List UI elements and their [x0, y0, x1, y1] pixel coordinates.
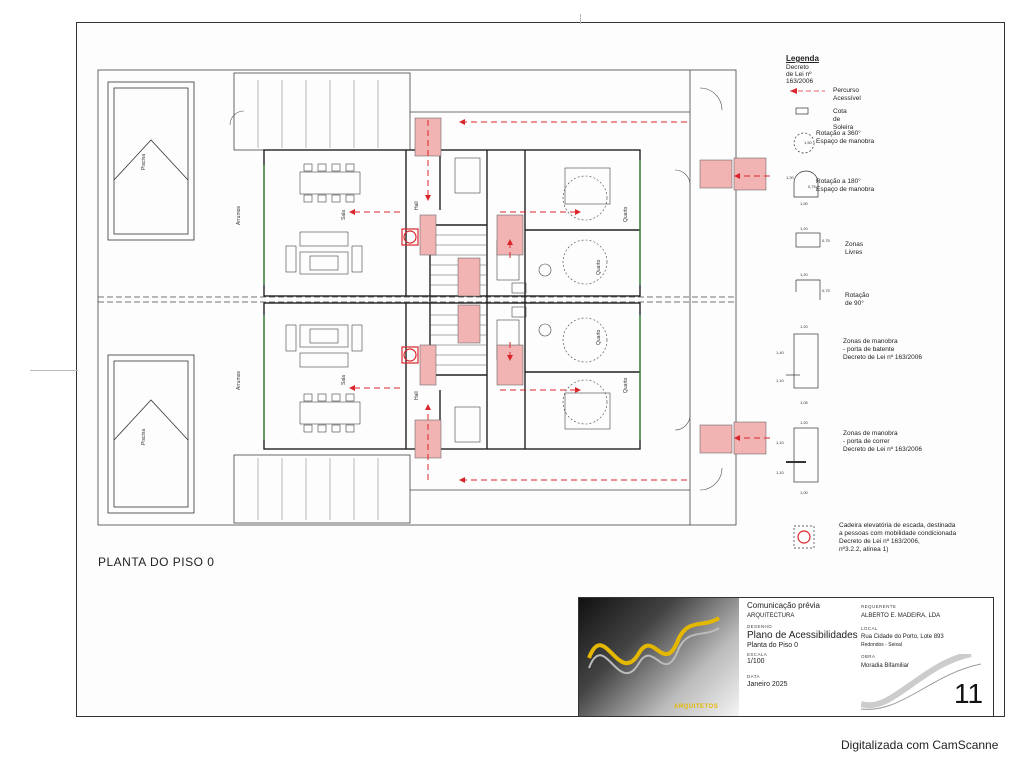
- company-logo: ARQUITETOS: [579, 598, 739, 716]
- legend-dim: 1,10: [776, 378, 784, 383]
- legend-item-hinged-door: Zonas de manobra - porta de batente Decr…: [843, 338, 922, 361]
- accessible-routes: [349, 119, 770, 483]
- tb-obra: Moradia Bifamiliar: [861, 663, 910, 669]
- logo-wave-icon: [587, 616, 721, 675]
- tb-desenho-label: DESENHO: [747, 624, 773, 629]
- fold-line: [30, 370, 78, 371]
- room-label: Quarto: [596, 329, 602, 345]
- legend-item-stair-lift: Cadeira elevatória de escada, destinada …: [839, 522, 957, 553]
- tb-desenho-sub: Planta do Piso 0: [747, 642, 798, 649]
- legend-dim: 1,40: [776, 350, 784, 355]
- house-walls: [263, 149, 641, 450]
- room-label: Arrumos: [236, 371, 242, 390]
- company-name: ARQUITETOS: [674, 704, 719, 710]
- legend-item-rotation-90: Rotação de 90°: [845, 292, 870, 307]
- tb-decor-wave-icon: [861, 654, 981, 710]
- legend-item-sliding-door: Zonas de manobra - porta de correr Decre…: [843, 430, 922, 453]
- room-label: Quarto: [623, 206, 629, 222]
- legend-dim: 1,10: [776, 440, 784, 445]
- tb-escala-label: ESCALA: [747, 652, 768, 657]
- parking-stripes: [257, 80, 379, 520]
- legend-dim: 1,20: [800, 272, 808, 277]
- legend-subtitle: Decreto de Lei nº 163/2006: [786, 64, 814, 85]
- legend-item-threshold: Cota de Soleira: [833, 108, 854, 131]
- facade-green: [263, 160, 641, 440]
- legend-dim: 1,50: [804, 140, 812, 145]
- legend-dim: 1,20: [786, 175, 794, 180]
- tb-local2: Redondos - Seixal: [861, 642, 902, 648]
- fold-line: [580, 14, 581, 24]
- tb-requerente-label: REQUERENTE: [861, 604, 897, 609]
- legend-dim: 0,75: [808, 184, 816, 189]
- legend-dim: 1,20: [800, 324, 808, 329]
- legend-dim: 1,10: [776, 470, 784, 475]
- room-label: Sala: [341, 210, 347, 220]
- plan-room-labels: Piscina Piscina Sala Sala Quarto Quarto …: [141, 154, 629, 445]
- legend-dim: 0,75: [822, 238, 830, 243]
- legend-symbols: [786, 88, 825, 549]
- legend-item-route: Percurso Acessível: [833, 87, 861, 102]
- site-outline: [97, 69, 737, 526]
- room-label: Hall: [414, 201, 420, 210]
- legend-dim: 1,05: [800, 400, 808, 405]
- tb-escala: 1/100: [747, 658, 765, 665]
- stair-lift-icons: [401, 228, 419, 364]
- tb-local: Rua Cidade do Porto, Lote 893: [861, 634, 944, 640]
- legend-dim: 1,00: [800, 490, 808, 495]
- dining-table-top: [299, 163, 361, 203]
- pool-top: [107, 81, 195, 241]
- legend-item-rotation-180: Rotação a 180° Espaço de manobra: [816, 178, 875, 193]
- plan-title: PLANTA DO PISO 0: [98, 555, 215, 569]
- doors: [229, 87, 723, 491]
- room-label: Piscina: [141, 429, 147, 445]
- tb-local-label: LOCAL: [861, 626, 878, 631]
- room-label: Quarto: [623, 377, 629, 393]
- title-block: ARQUITETOS Comunicação prévia ARQUITECTU…: [578, 597, 994, 717]
- scanner-watermark: Digitalizada com CamScanne: [841, 738, 999, 752]
- room-label: Sala: [341, 375, 347, 385]
- tb-line2: ARQUITECTURA: [747, 613, 795, 619]
- sheet-number: 11: [954, 678, 984, 709]
- tb-obra-label: OBRA: [861, 654, 876, 659]
- tb-data-label: DATA: [747, 674, 760, 679]
- sofa-set-top: [285, 231, 363, 275]
- room-label: Arrumos: [236, 206, 242, 225]
- room-label: Quarto: [596, 259, 602, 275]
- legend-dim: 0,75: [822, 288, 830, 293]
- tb-line1: Comunicação prévia: [747, 601, 820, 610]
- bathroom-fixtures: [454, 157, 552, 443]
- legend-dim: 1,50: [800, 201, 808, 206]
- tb-requerente: ALBERTO E. MADEIRA, LDA: [861, 613, 941, 619]
- legend-item-free-zones: Zonas Livres: [845, 241, 864, 256]
- room-label: Hall: [414, 391, 420, 400]
- legend-item-rotation-360: Rotação a 360° Espaço de manobra: [816, 130, 875, 145]
- dining-table-bottom: [299, 393, 361, 433]
- stairs: [430, 234, 487, 366]
- beds: [562, 167, 611, 430]
- room-label: Piscina: [141, 154, 147, 170]
- sofa-set-bottom: [285, 324, 363, 368]
- tb-data: Janeiro 2025: [747, 681, 788, 688]
- legend-dim: 1,20: [800, 420, 808, 425]
- tb-desenho: Plano de Acessibilidades: [747, 630, 858, 641]
- legend-title: Legenda: [786, 54, 819, 63]
- legend-dim: 1,20: [800, 226, 808, 231]
- pool-bottom: [107, 354, 195, 514]
